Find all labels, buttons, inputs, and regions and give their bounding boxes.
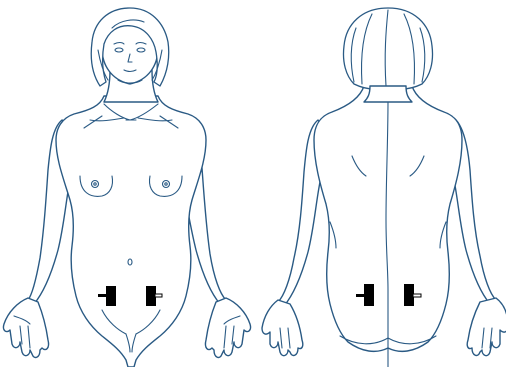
front-right-hand	[205, 298, 250, 357]
front-figure	[3, 8, 250, 367]
back-right-hand	[467, 298, 506, 356]
back-figure	[262, 8, 506, 367]
back-hair	[343, 8, 432, 89]
front-torso	[56, 96, 206, 367]
back-neck	[364, 86, 412, 102]
front-left-hand	[3, 298, 48, 357]
